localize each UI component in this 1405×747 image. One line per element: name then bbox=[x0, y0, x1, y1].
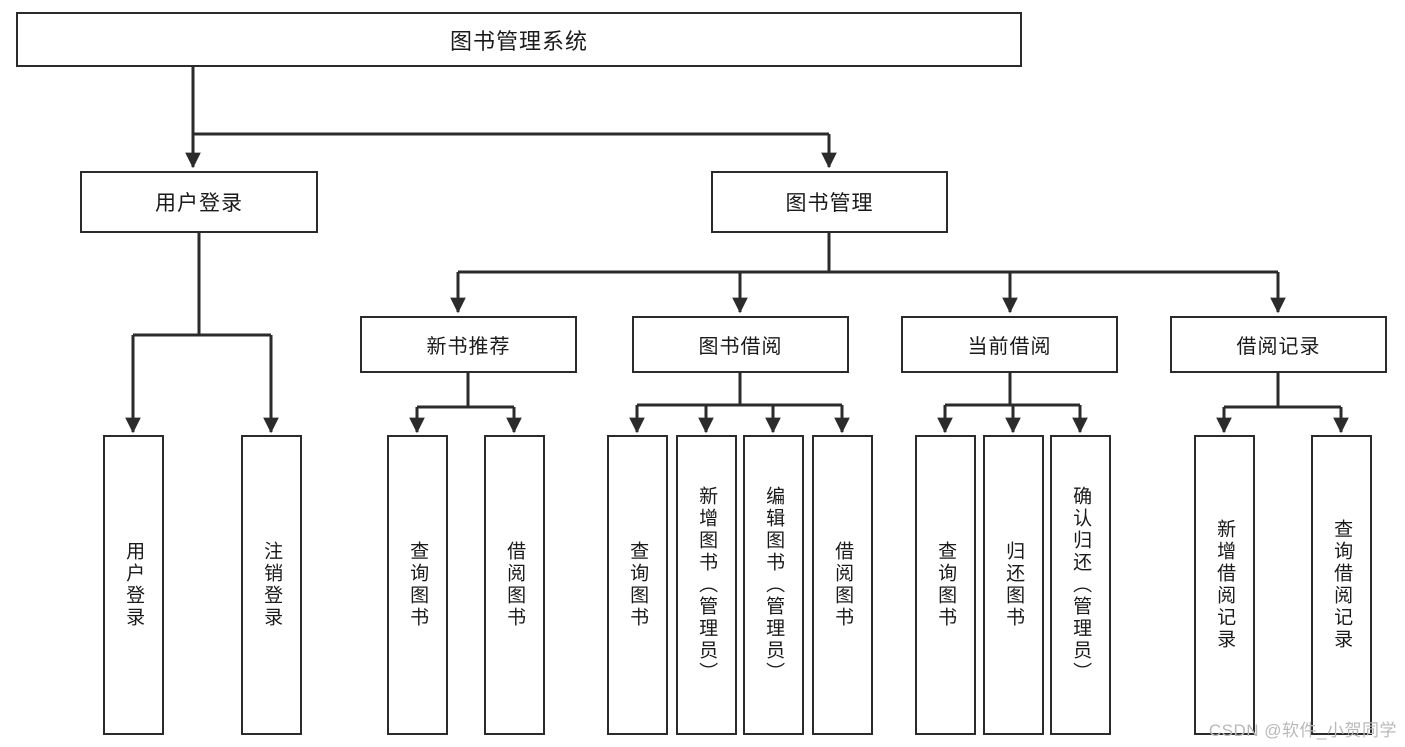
node-book-manage[interactable]: 图书管理 bbox=[711, 171, 948, 233]
node-leaf-logout-login-label: 注销登录 bbox=[261, 541, 283, 629]
node-user-login[interactable]: 用户登录 bbox=[80, 171, 318, 233]
node-user-login-label: 用户登录 bbox=[155, 192, 243, 215]
node-current-borrow-label: 当前借阅 bbox=[967, 336, 1052, 358]
node-leaf-borrow-book-2-label: 借阅图书 bbox=[832, 541, 854, 629]
node-leaf-query-record-label: 查询借阅记录 bbox=[1331, 519, 1353, 651]
node-leaf-query-book-2-label: 查询图书 bbox=[627, 541, 649, 629]
node-leaf-confirm-return-label: 确认归还（管理员） bbox=[1070, 486, 1092, 684]
node-leaf-borrow-book-2[interactable]: 借阅图书 bbox=[812, 435, 873, 735]
node-leaf-query-book-1[interactable]: 查询图书 bbox=[387, 435, 448, 735]
node-leaf-logout-login[interactable]: 注销登录 bbox=[241, 435, 302, 735]
node-leaf-add-record[interactable]: 新增借阅记录 bbox=[1194, 435, 1255, 735]
node-leaf-return-book-label: 归还图书 bbox=[1003, 541, 1025, 629]
node-book-borrow-label: 图书借阅 bbox=[698, 336, 783, 358]
node-leaf-borrow-book-1-label: 借阅图书 bbox=[504, 541, 526, 629]
node-book-manage-label: 图书管理 bbox=[785, 192, 874, 215]
node-leaf-edit-book-label: 编辑图书（管理员） bbox=[763, 486, 785, 684]
node-leaf-query-book-1-label: 查询图书 bbox=[407, 541, 429, 629]
node-root[interactable]: 图书管理系统 bbox=[16, 12, 1022, 67]
node-leaf-edit-book[interactable]: 编辑图书（管理员） bbox=[743, 435, 804, 735]
node-root-label: 图书管理系统 bbox=[449, 28, 588, 54]
csdn-watermark: CSDN @软件_小贺同学 bbox=[1208, 721, 1397, 740]
node-borrow-record-label: 借阅记录 bbox=[1236, 336, 1321, 358]
node-new-book-recommend-label: 新书推荐 bbox=[426, 336, 511, 358]
node-leaf-add-book-label: 新增图书（管理员） bbox=[696, 486, 718, 684]
node-leaf-user-login[interactable]: 用户登录 bbox=[103, 435, 164, 735]
node-leaf-query-record[interactable]: 查询借阅记录 bbox=[1311, 435, 1372, 735]
node-new-book-recommend[interactable]: 新书推荐 bbox=[360, 316, 577, 373]
node-borrow-record[interactable]: 借阅记录 bbox=[1170, 316, 1387, 373]
node-current-borrow[interactable]: 当前借阅 bbox=[901, 316, 1118, 373]
node-leaf-query-book-3[interactable]: 查询图书 bbox=[915, 435, 976, 735]
node-leaf-return-book[interactable]: 归还图书 bbox=[983, 435, 1044, 735]
node-leaf-add-book[interactable]: 新增图书（管理员） bbox=[676, 435, 737, 735]
node-leaf-query-book-3-label: 查询图书 bbox=[935, 541, 957, 629]
node-leaf-add-record-label: 新增借阅记录 bbox=[1214, 519, 1236, 651]
node-leaf-borrow-book-1[interactable]: 借阅图书 bbox=[484, 435, 545, 735]
node-book-borrow[interactable]: 图书借阅 bbox=[632, 316, 849, 373]
node-leaf-query-book-2[interactable]: 查询图书 bbox=[607, 435, 668, 735]
node-leaf-confirm-return[interactable]: 确认归还（管理员） bbox=[1050, 435, 1111, 735]
node-leaf-user-login-label: 用户登录 bbox=[123, 541, 145, 629]
